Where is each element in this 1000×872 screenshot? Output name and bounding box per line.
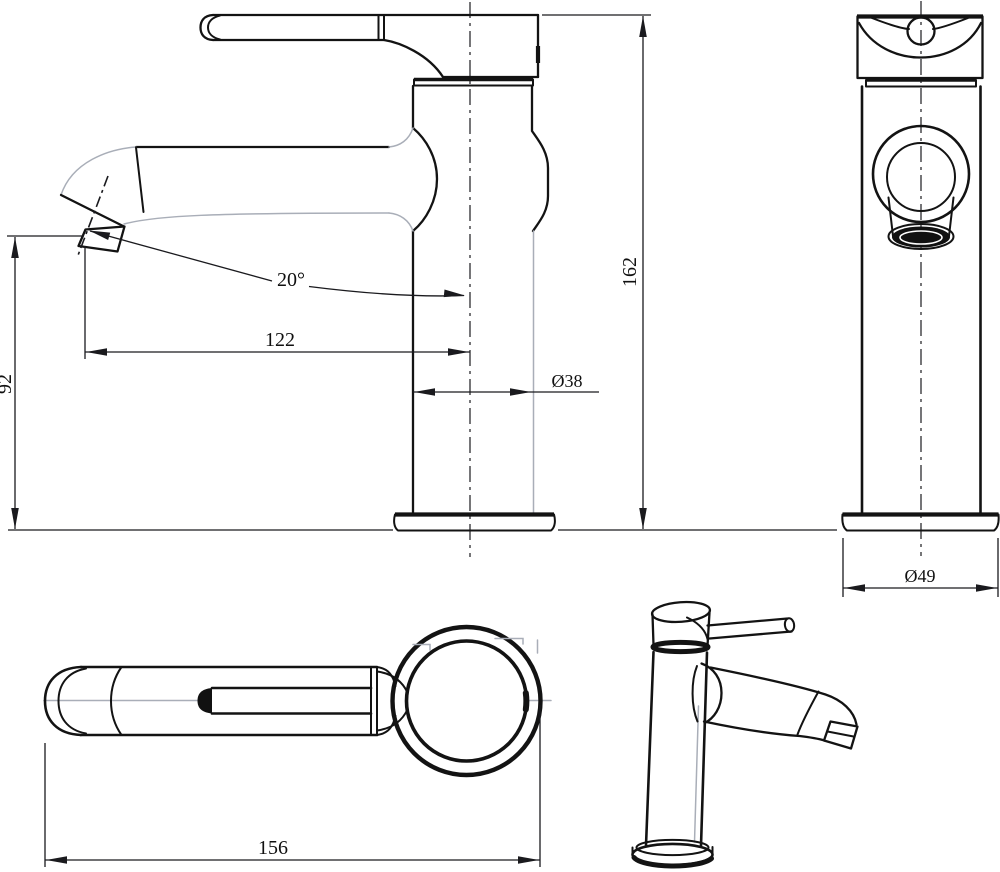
dimension-overall-length: 156 (44, 705, 541, 867)
dim-label-92: 92 (0, 374, 16, 394)
spout-outlet (822, 720, 859, 750)
dimension-spout-reach: 122 (84, 246, 470, 359)
dimensions: 92 122 20° 162 (0, 14, 999, 867)
handle-end-circle (906, 16, 936, 46)
perspective-view (631, 600, 859, 869)
dimension-base-diameter: Ø49 (842, 538, 999, 597)
dimension-overall-height: 162 (542, 14, 837, 531)
base-rim (631, 855, 714, 869)
dim-label-122: 122 (265, 329, 295, 351)
dim-label-162: 162 (619, 257, 641, 287)
outlet-axis-centerline (76, 175, 109, 259)
front-view (841, 1, 1000, 556)
dimension-body-diameter: Ø38 (413, 371, 599, 396)
body-inner-circle (404, 639, 529, 763)
cap-ring-band (650, 639, 711, 655)
dim-label-dia49: Ø49 (905, 566, 936, 586)
dimension-spout-outlet-height: 92 (0, 235, 393, 531)
dimension-spout-angle: 20° (89, 230, 465, 298)
body-outer-circle (390, 624, 543, 778)
spout-hidden-edge (522, 690, 530, 713)
dim-label-20deg: 20° (277, 269, 305, 291)
lever-rod-end (783, 617, 796, 633)
dim-label-156: 156 (258, 837, 288, 859)
dim-label-dia38: Ø38 (552, 371, 583, 391)
top-view (43, 624, 552, 778)
side-view (59, 2, 556, 557)
slot-end-cap (197, 688, 212, 714)
